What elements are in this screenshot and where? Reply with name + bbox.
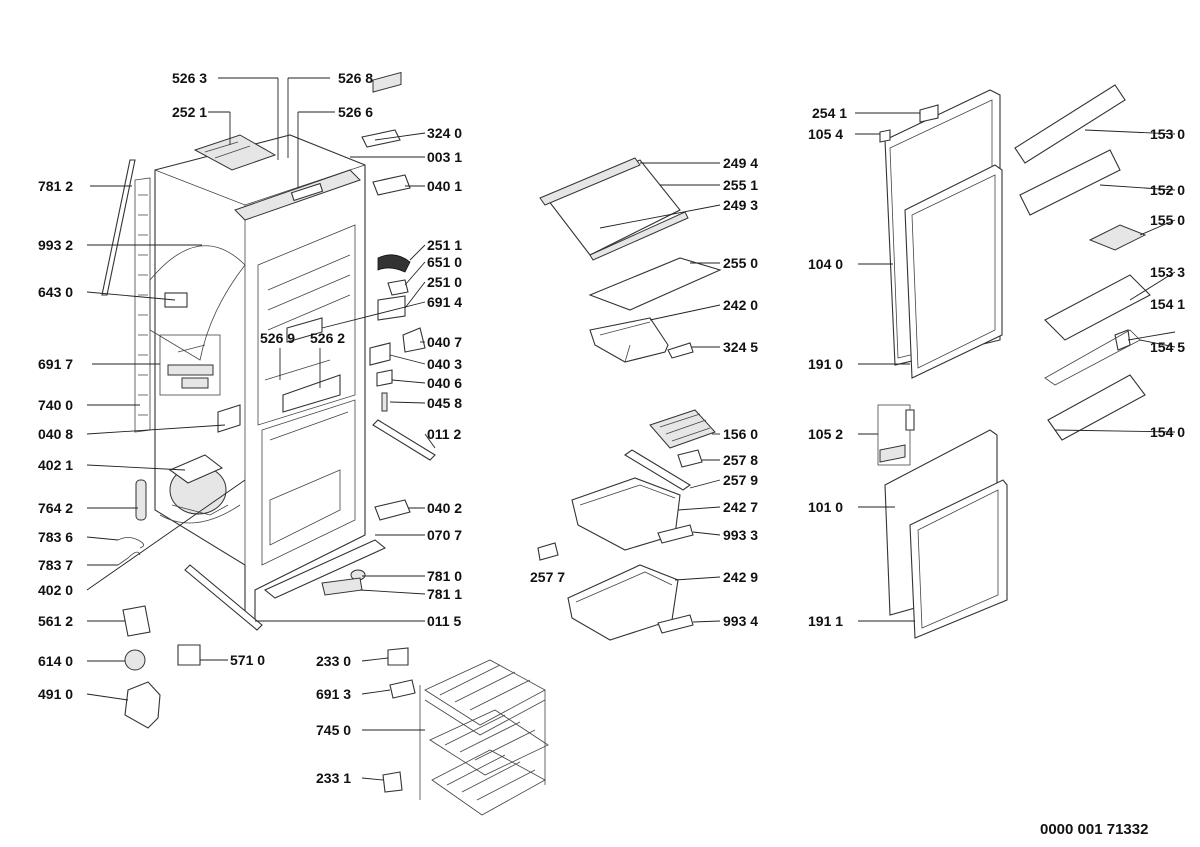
part-label: 249 3 — [723, 197, 758, 213]
part-label: 257 9 — [723, 472, 758, 488]
part-label: 257 8 — [723, 452, 758, 468]
part-label: 153 3 — [1150, 264, 1185, 280]
part-label: 155 0 — [1150, 212, 1185, 228]
door-shelf-middle — [1044, 274, 1151, 341]
filter-dryer — [135, 479, 147, 521]
part-label: 781 0 — [427, 568, 462, 584]
part-label: 154 5 — [1150, 339, 1185, 355]
part-label: 254 1 — [812, 105, 847, 121]
part-label: 324 0 — [427, 125, 462, 141]
part-label: 070 7 — [427, 527, 462, 543]
part-label: 011 2 — [427, 426, 461, 442]
part-label: 154 0 — [1150, 424, 1185, 440]
part-label: 526 6 — [338, 104, 373, 120]
part-label: 764 2 — [38, 500, 73, 516]
ice-tray — [649, 409, 716, 449]
crisper-upper — [589, 317, 669, 363]
wire-shelves — [424, 659, 549, 816]
part-label: 993 3 — [723, 527, 758, 543]
part-label: 252 1 — [172, 104, 207, 120]
part-label: 526 2 — [310, 330, 345, 346]
part-label: 045 8 — [427, 395, 462, 411]
part-label: 233 1 — [316, 770, 351, 786]
part-label: 691 3 — [316, 686, 351, 702]
part-label: 152 0 — [1150, 182, 1185, 198]
bottom-trim — [263, 539, 387, 599]
wiring-inset — [159, 334, 221, 396]
thermostat — [164, 292, 188, 308]
part-label: 781 2 — [38, 178, 73, 194]
part-label: 249 4 — [723, 155, 758, 171]
part-label: 402 1 — [38, 457, 73, 473]
part-label: 040 8 — [38, 426, 73, 442]
door-shelf-upper — [1019, 149, 1121, 216]
hinge-inset — [877, 404, 911, 466]
part-label: 614 0 — [38, 653, 73, 669]
part-label: 740 0 — [38, 397, 73, 413]
egg-tray — [1088, 224, 1147, 251]
document-number: 0000 001 71332 — [1040, 821, 1148, 838]
shelves-drawers-assembly — [382, 157, 722, 816]
part-label: 233 0 — [316, 653, 351, 669]
part-label: 993 2 — [38, 237, 73, 253]
part-label: 491 0 — [38, 686, 73, 702]
part-label: 251 0 — [427, 274, 462, 290]
part-label: 691 7 — [38, 356, 73, 372]
part-label: 101 0 — [808, 499, 843, 515]
part-label: 040 2 — [427, 500, 462, 516]
part-label: 242 7 — [723, 499, 758, 515]
part-label: 104 0 — [808, 256, 843, 272]
glass-shelf-lower — [588, 257, 722, 311]
part-label: 257 7 — [530, 569, 565, 585]
part-label: 651 0 — [427, 254, 462, 270]
part-label: 691 4 — [427, 294, 462, 310]
part-label: 781 1 — [427, 586, 462, 602]
doors-assembly — [877, 84, 1151, 639]
part-label: 783 7 — [38, 557, 73, 573]
part-label: 191 1 — [808, 613, 843, 629]
part-label: 191 0 — [808, 356, 843, 372]
part-label: 040 7 — [427, 334, 462, 350]
part-label: 993 4 — [723, 613, 758, 629]
part-label: 105 2 — [808, 426, 843, 442]
part-label: 526 3 — [172, 70, 207, 86]
part-label: 153 0 — [1150, 126, 1185, 142]
condenser-rod — [101, 159, 136, 296]
part-label: 105 4 — [808, 126, 843, 142]
part-labels: 526 3 526 8 252 1 526 6 324 0 003 1 781 … — [38, 70, 1185, 838]
part-label: 251 1 — [427, 237, 462, 253]
part-label: 402 0 — [38, 582, 73, 598]
part-label: 255 0 — [723, 255, 758, 271]
cabinet-assembly — [101, 71, 436, 729]
part-label: 003 1 — [427, 149, 462, 165]
part-label: 040 6 — [427, 375, 462, 391]
condenser — [134, 177, 151, 433]
door-gasket-upper — [904, 164, 1003, 379]
part-label: 156 0 — [723, 426, 758, 442]
part-label: 324 5 — [723, 339, 758, 355]
part-label: 783 6 — [38, 529, 73, 545]
control-panel — [193, 134, 277, 171]
part-label: 526 8 — [338, 70, 373, 86]
part-label: 561 2 — [38, 613, 73, 629]
part-label: 242 9 — [723, 569, 758, 585]
part-label: 643 0 — [38, 284, 73, 300]
part-label: 526 9 — [260, 330, 295, 346]
door-gasket-lower — [909, 479, 1008, 639]
part-label: 040 1 — [427, 178, 462, 194]
part-label: 154 1 — [1150, 296, 1185, 312]
part-label: 011 5 — [427, 613, 461, 629]
door-shelf-dairy — [1014, 84, 1126, 164]
door-shelf-bottom — [1047, 374, 1146, 441]
leader-lines — [86, 77, 1176, 781]
part-label: 571 0 — [230, 652, 265, 668]
part-label: 745 0 — [316, 722, 351, 738]
part-label: 255 1 — [723, 177, 758, 193]
part-label: 040 3 — [427, 356, 462, 372]
part-label: 242 0 — [723, 297, 758, 313]
